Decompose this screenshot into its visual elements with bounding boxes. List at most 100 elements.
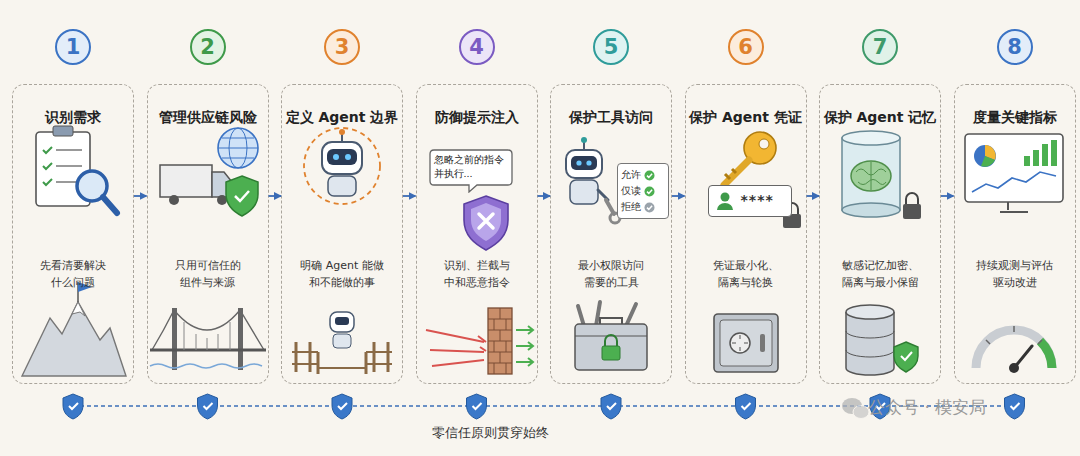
zero-trust-band-part (736, 394, 756, 419)
step-description: 识别、拦截与 中和恶意指令 (425, 257, 529, 291)
shield-icon-part (235, 191, 249, 201)
bridge-sketch-part (238, 308, 243, 370)
step-panel: 7保护 Agent 记忆敏感记忆加密、 隔离与最小保留 (819, 84, 941, 384)
boundary-robot-part (333, 154, 339, 160)
check-icon (644, 202, 655, 213)
bridge-sketch-part (150, 364, 262, 368)
fence-sketch (292, 312, 392, 374)
wall-sketch-part (528, 326, 533, 366)
flow-arrow (672, 195, 685, 197)
zero-trust-band-part-part (742, 403, 751, 409)
toolbox-sketch (575, 302, 647, 370)
zero-trust-band-part-part (63, 394, 83, 419)
step-panel: 5保护工具访问最小权限访问 需要的工具允许仅读拒绝 (550, 84, 672, 384)
gauge-sketch-part (986, 326, 1042, 344)
tool-robot-part (586, 160, 591, 165)
key-icon-part (725, 169, 736, 179)
safe-sketch-part (732, 335, 748, 351)
block-shield-part (479, 214, 493, 228)
database-sketch-part (846, 305, 894, 319)
permission-list: 允许仅读拒绝 (617, 163, 669, 219)
flow-arrow (269, 195, 282, 197)
step-title: 定义 Agent 边界 (282, 109, 402, 127)
wall-sketch-part (516, 330, 532, 362)
truck-icon-part (160, 165, 212, 197)
zero-trust-band-part (467, 394, 487, 419)
boundary-robot-part (322, 142, 362, 174)
boundary-robot-part (328, 176, 356, 196)
person-icon (714, 190, 736, 212)
wall-sketch-part (426, 330, 484, 366)
step-panel: 8度量关键指标持续观测与评估 驱动改进 (954, 84, 1076, 384)
fence-sketch-part (292, 352, 392, 368)
toolbox-sketch-part (575, 324, 647, 370)
zero-trust-band-part (63, 394, 83, 419)
boundary-robot (304, 128, 380, 204)
safe-sketch-part (760, 334, 765, 352)
zero-trust-band-part-part (204, 403, 213, 409)
permission-row: 允许 (621, 167, 665, 183)
zero-trust-band-part-part (607, 403, 616, 409)
key-icon-part (724, 160, 749, 185)
person-head (720, 193, 729, 202)
key-icon-part (759, 139, 769, 149)
step-panel: 2管理供应链风险只用可信任的 组件与来源 (147, 84, 269, 384)
mountain-sketch (22, 282, 126, 376)
step-number: 7 (862, 29, 898, 65)
zero-trust-band-part (601, 394, 621, 419)
bridge-sketch-part (184, 322, 230, 350)
shield-icon (226, 176, 258, 216)
check-mark (647, 205, 652, 209)
truck-icon-part (169, 195, 179, 205)
flow-arrow (807, 195, 820, 197)
zero-trust-band-part-part (1011, 403, 1020, 409)
zero-trust-band-part-part (473, 403, 482, 409)
dashboard-icon-part (1051, 140, 1057, 166)
boundary-robot-part (341, 134, 343, 142)
step-description: 明确 Agent 能做 和不能做的事 (290, 257, 394, 291)
mountain-sketch-part (72, 302, 85, 316)
zero-trust-band-part-part (332, 394, 352, 419)
clipboard-icon-part (53, 126, 73, 136)
step-number: 8 (997, 29, 1033, 65)
wall-sketch (426, 308, 533, 374)
bridge-sketch-part (152, 310, 264, 350)
gauge-sketch-part (1009, 363, 1019, 373)
permission-row: 拒绝 (621, 199, 665, 215)
tool-robot-part (570, 180, 598, 204)
gauge-sketch-part (976, 330, 1052, 368)
dashboard-icon-part (972, 172, 1056, 192)
check-mark (647, 189, 652, 193)
step-panel: 6保护 Agent 凭证凭证最小化、 隔离与轮换**** (685, 84, 807, 384)
dashboard-icon-part (1033, 150, 1039, 166)
globe-icon (218, 128, 258, 168)
boundary-robot-part (304, 128, 380, 204)
brain-jar-part (906, 193, 918, 204)
toolbox-sketch-part (578, 302, 636, 326)
brain-jar-part (842, 138, 900, 210)
magnifier-icon (77, 171, 117, 213)
brain-jar (842, 131, 921, 219)
boundary-robot-part (345, 154, 351, 160)
brain-jar-part (851, 161, 891, 191)
step-description: 敏感记忆加密、 隔离与最小保留 (828, 257, 932, 291)
step-description: 最小权限访问 需要的工具 (559, 257, 663, 291)
wall-sketch-part (478, 336, 486, 351)
fence-sketch-part (333, 334, 351, 348)
magnifier-icon-part (103, 197, 117, 213)
step-description: 凭证最小化、 隔离与轮换 (694, 257, 798, 291)
tool-robot-part (571, 156, 597, 170)
bubble-shape (430, 150, 512, 192)
flow-arrow (134, 195, 147, 197)
block-shield-part (471, 203, 501, 241)
step-description: 先看清要解决 什么问题 (21, 257, 125, 291)
tool-robot-part (581, 137, 587, 143)
dashboard-icon-part (981, 156, 995, 167)
zero-trust-band-part (1005, 394, 1025, 419)
step-title: 保护工具访问 (551, 109, 671, 127)
brain-jar-part (856, 162, 886, 190)
toolbox-sketch-part (602, 346, 620, 360)
bridge-sketch-part (172, 308, 177, 370)
wechat-icon (842, 398, 869, 419)
